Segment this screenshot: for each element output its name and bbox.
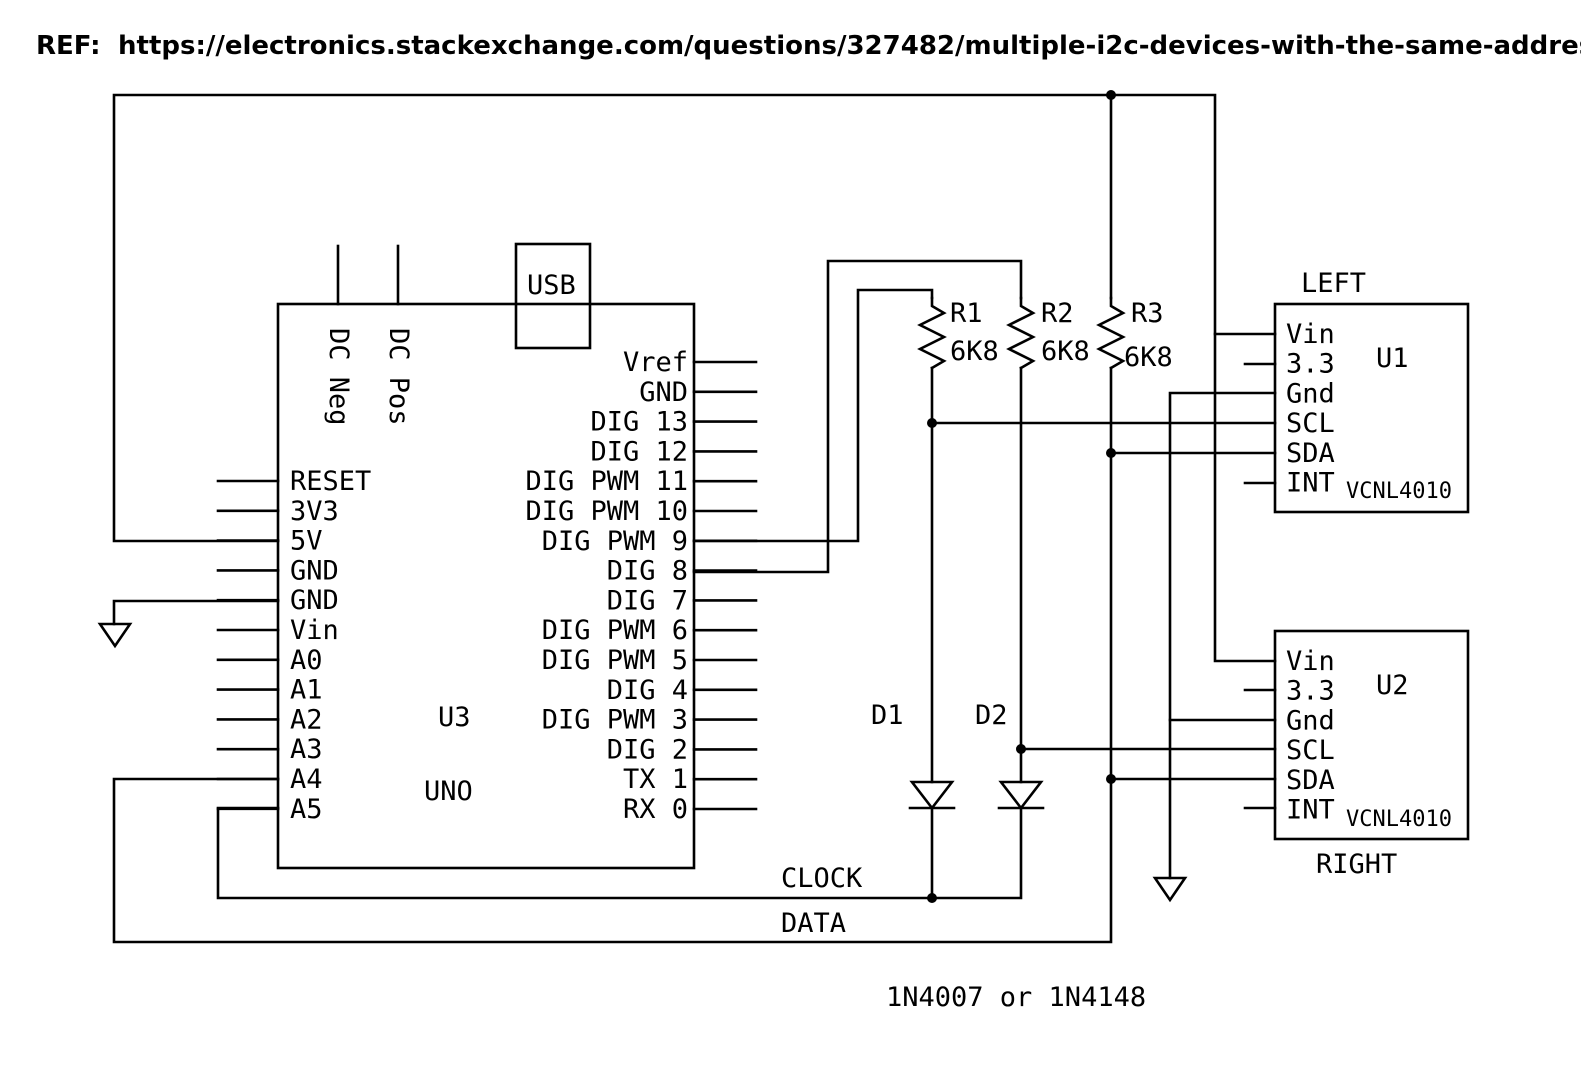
pin-label-dig-pwm-10: DIG PWM 10 xyxy=(525,496,688,527)
resistor-r3: R3 6K8 xyxy=(1096,296,1173,373)
sensor-pin-label-gnd: Gnd xyxy=(1286,705,1335,736)
sensor-pin-label-vin: Vin xyxy=(1286,646,1335,677)
sensor-pin-label-int: INT xyxy=(1286,468,1335,499)
pin-label-dig-pwm-3: DIG PWM 3 xyxy=(542,705,688,736)
sensor-body xyxy=(1273,629,1470,841)
pin-label-5v: 5V xyxy=(290,526,323,557)
pin-label-gnd: GND xyxy=(639,377,688,408)
sensor-pin-label-3-3: 3.3 xyxy=(1286,349,1335,380)
pin-label-gnd: GND xyxy=(290,585,339,616)
pin-label-dig-4: DIG 4 xyxy=(607,675,688,706)
usb-label: USB xyxy=(527,270,576,301)
pin-label-a2: A2 xyxy=(290,704,323,735)
pin-label-a3: A3 xyxy=(290,734,323,765)
sensor-pin-label-scl: SCL xyxy=(1286,408,1335,439)
pin-label-tx-1: TX 1 xyxy=(623,764,688,795)
diode-ref: D2 xyxy=(975,700,1008,731)
pin-label-dig-2: DIG 2 xyxy=(607,734,688,765)
resistor-ref: R1 xyxy=(950,298,983,329)
arduino-model: UNO xyxy=(424,776,473,807)
pin-label-gnd: GND xyxy=(290,555,339,586)
pin-label-vin: Vin xyxy=(290,615,339,646)
pin-label-rx-0: RX 0 xyxy=(623,794,688,825)
arduino-uno: USB DC Neg DC Pos RESET3V35VGNDGNDVinA0A… xyxy=(216,242,758,870)
arduino-ref: U3 xyxy=(438,702,471,733)
sensor-part: VCNL4010 xyxy=(1346,479,1452,504)
sensor-pin-label-sda: SDA xyxy=(1286,438,1335,469)
pin-label-3v3: 3V3 xyxy=(290,496,339,527)
sensor-pin-label-3-3: 3.3 xyxy=(1286,676,1335,707)
usb-connector xyxy=(514,242,592,350)
sensor-pin-label-gnd: Gnd xyxy=(1286,378,1335,409)
resistor-ref: R3 xyxy=(1131,298,1164,329)
diode-d2: D2 xyxy=(975,700,1045,811)
sensor-pin-label-int: INT xyxy=(1286,795,1335,826)
pin-label-dig-pwm-9: DIG PWM 9 xyxy=(542,526,688,557)
pin-label-a1: A1 xyxy=(290,675,323,706)
sensor-ref: U1 xyxy=(1376,343,1409,374)
pin-label-dig-13: DIG 13 xyxy=(590,407,688,438)
sensor-pin-label-vin: Vin xyxy=(1286,319,1335,350)
ref-label: REF: xyxy=(36,31,101,61)
sensor-part: VCNL4010 xyxy=(1346,807,1452,832)
ground-symbol xyxy=(97,622,133,649)
pin-label-dig-8: DIG 8 xyxy=(607,556,688,587)
resistor-r2: R2 6K8 xyxy=(1006,296,1090,370)
sensor-position: LEFT xyxy=(1301,268,1366,299)
net-label-clock: CLOCK xyxy=(781,863,863,894)
diode-note: 1N4007 or 1N4148 xyxy=(886,982,1146,1013)
diode-ref: D1 xyxy=(871,700,904,731)
sensor-body xyxy=(1273,302,1470,514)
junctions xyxy=(927,90,1116,903)
pin-label-vref: Vref xyxy=(623,347,688,378)
pin-label-dig-pwm-11: DIG PWM 11 xyxy=(525,466,688,497)
ref-url: https://electronics.stackexchange.com/qu… xyxy=(118,31,1581,61)
pin-label-a4: A4 xyxy=(290,764,323,795)
resistor-value: 6K8 xyxy=(1124,342,1173,373)
sensor-ref: U2 xyxy=(1376,670,1409,701)
pin-label-dig-pwm-5: DIG PWM 5 xyxy=(542,645,688,676)
diode-d1: D1 xyxy=(871,700,956,811)
pin-label-a5: A5 xyxy=(290,794,323,825)
pin-dc-neg: DC Neg xyxy=(323,328,354,426)
pin-dc-pos: DC Pos xyxy=(383,328,414,426)
arduino-body xyxy=(276,302,696,870)
pin-label-dig-pwm-6: DIG PWM 6 xyxy=(542,615,688,646)
resistor-value: 6K8 xyxy=(1041,336,1090,367)
resistor-ref: R2 xyxy=(1041,298,1074,329)
pin-label-reset: RESET xyxy=(290,466,371,497)
sensor-pin-label-scl: SCL xyxy=(1286,735,1335,766)
sensor-position: RIGHT xyxy=(1316,849,1397,880)
pin-label-a0: A0 xyxy=(290,645,323,676)
wires xyxy=(112,93,1277,944)
pin-label-dig-7: DIG 7 xyxy=(607,585,688,616)
resistor-r1: R1 6K8 xyxy=(917,296,999,370)
ground-symbol xyxy=(1152,876,1188,903)
pin-label-dig-12: DIG 12 xyxy=(590,436,688,467)
sensor-pin-label-sda: SDA xyxy=(1286,765,1335,796)
net-label-data: DATA xyxy=(781,908,846,939)
resistor-value: 6K8 xyxy=(950,336,999,367)
